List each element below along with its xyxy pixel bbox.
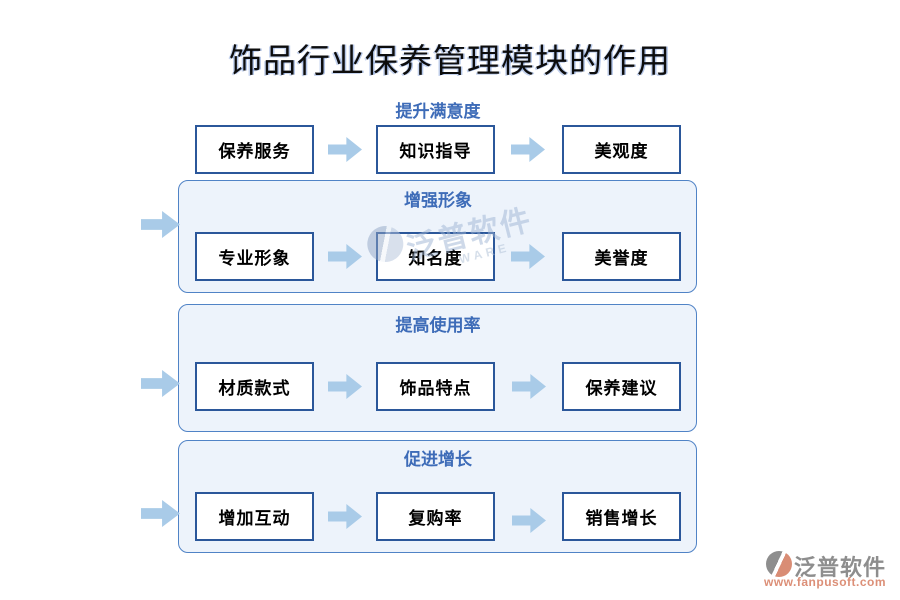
arrow-right-icon (328, 137, 362, 162)
flow-box: 销售增长 (562, 492, 681, 541)
flow-box: 保养建议 (562, 362, 681, 411)
group-arrow-right-icon (141, 211, 180, 238)
group-arrow-right-icon (141, 370, 180, 397)
flow-box: 知名度 (376, 232, 495, 281)
footer-brand-url: www.fanpusoft.com (764, 575, 887, 589)
flow-box: 复购率 (376, 492, 495, 541)
footer-brand: 泛普软件 www.fanpusoft.com (764, 548, 894, 592)
flow-box: 美誉度 (562, 232, 681, 281)
flow-box: 美观度 (562, 125, 681, 174)
group-arrow-right-icon (141, 500, 180, 527)
row-label-image: 增强形象 (404, 191, 472, 210)
flow-box: 知识指导 (376, 125, 495, 174)
flow-box: 专业形象 (195, 232, 314, 281)
footer-brand-name: 泛普软件 (794, 555, 887, 580)
row-label-growth: 促进增长 (404, 450, 472, 469)
fanpu-logo-icon (766, 551, 792, 577)
page-title: 饰品行业保养管理模块的作用 (229, 44, 671, 80)
flow-box: 材质款式 (195, 362, 314, 411)
flow-box: 饰品特点 (376, 362, 495, 411)
arrow-right-icon (511, 137, 545, 162)
flow-box: 保养服务 (195, 125, 314, 174)
flow-box: 增加互动 (195, 492, 314, 541)
row-label-usage: 提高使用率 (395, 316, 481, 335)
row-label-satisfaction: 提升满意度 (395, 102, 481, 121)
